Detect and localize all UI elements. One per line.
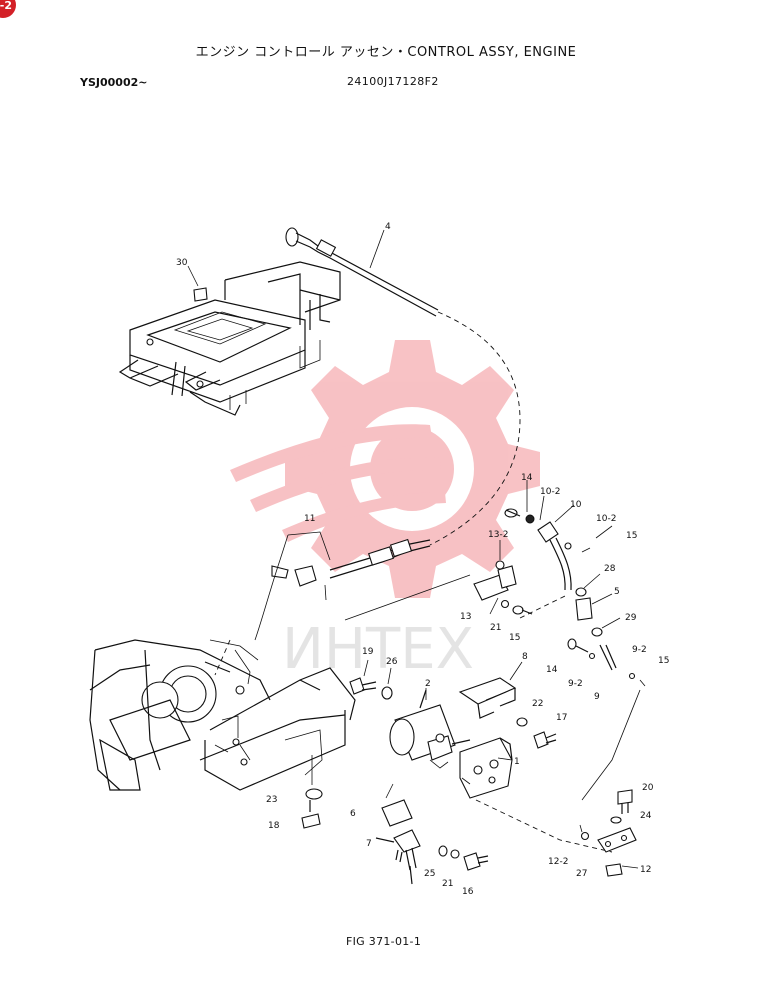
page-tab-label: -2 [0, 0, 12, 12]
callout-15-right: 15 [658, 656, 669, 666]
assembly-part-number: 24100J17128F2 [347, 75, 439, 88]
callout-9-2-right: 9-2 [632, 645, 647, 655]
governor-linkage [473, 508, 646, 687]
bolt-20 [617, 789, 633, 814]
watermark-text: ИНТЕХ [282, 617, 474, 682]
callout-14-mid: 14 [546, 665, 558, 675]
washer-25 [438, 845, 448, 857]
bolt-16 [463, 852, 489, 871]
bolt-17 [533, 731, 557, 749]
callout-2: 2 [425, 679, 431, 689]
callout-11: 11 [304, 514, 315, 524]
callout-9: 9 [594, 692, 600, 702]
callout-21-upper: 21 [490, 623, 501, 633]
callout-27: 12 [640, 865, 651, 875]
plate-12 [597, 827, 637, 853]
callout-21-lower: 21 [442, 879, 453, 889]
bracket-1 [459, 737, 513, 799]
callout-26: 26 [386, 657, 398, 667]
washer-26 [381, 686, 393, 700]
callout-12: 27 [576, 869, 587, 879]
callout-28: 28 [604, 564, 616, 574]
callout-5: 5 [614, 587, 620, 597]
figure-number: FIG 371-01-1 [346, 935, 422, 948]
washer-24 [610, 816, 622, 824]
callout-8: 8 [522, 652, 528, 662]
bolt-19 [349, 677, 377, 695]
callout-29: 29 [625, 613, 637, 623]
callout-15-mid: 15 [509, 633, 520, 643]
callout-25: 25 [424, 869, 435, 879]
part-6 [381, 799, 413, 827]
callout-7: 7 [366, 839, 372, 849]
callout-10-2-right: 10-2 [596, 514, 616, 524]
part-30 [193, 287, 208, 302]
callout-6: 6 [350, 809, 356, 819]
throttle-cable-4 [285, 227, 521, 546]
washer-22 [516, 717, 528, 727]
callout-10-2-left: 10-2 [540, 487, 560, 497]
callout-13-2: 13-2 [488, 530, 508, 540]
callout-17: 17 [556, 713, 567, 723]
callout-12-2: 12-2 [548, 857, 568, 867]
callout-16: 16 [462, 887, 474, 897]
callout-19: 19 [362, 647, 374, 657]
cable-end-11 [271, 531, 431, 601]
watermark-swoosh [230, 424, 432, 482]
nut-27 [605, 863, 623, 877]
callout-20: 20 [642, 783, 654, 793]
callout-23: 23 [266, 795, 277, 805]
callout-9-2-left: 9-2 [568, 679, 583, 689]
bracket-8 [458, 677, 517, 719]
callout-22: 22 [532, 699, 543, 709]
callout-10: 10 [570, 500, 582, 510]
callout-1: 1 [514, 757, 520, 767]
watermark-logo [230, 340, 540, 598]
page-tab: -2 [0, 0, 16, 18]
serial-number: YSJ00002~ [80, 76, 148, 89]
solenoid-7 [375, 829, 421, 885]
washer-21 [450, 849, 460, 859]
bolt-18 [301, 800, 321, 829]
callout-24: 24 [640, 811, 652, 821]
callout-30: 30 [176, 258, 188, 268]
control-box-frame [118, 261, 341, 416]
engine-block [89, 639, 356, 791]
callout-14-top: 14 [521, 473, 533, 483]
callout-18: 18 [268, 821, 280, 831]
washer-23 [305, 788, 323, 800]
pin-12-2 [580, 831, 590, 841]
callout-4: 4 [385, 222, 391, 232]
motor-2 [389, 689, 471, 769]
watermark-gear-icon [285, 340, 540, 598]
callout-13: 13 [460, 612, 471, 622]
callout-15-top: 15 [626, 531, 637, 541]
page-title: エンジン コントロール アッセン・CONTROL ASSY, ENGINE [195, 45, 577, 60]
